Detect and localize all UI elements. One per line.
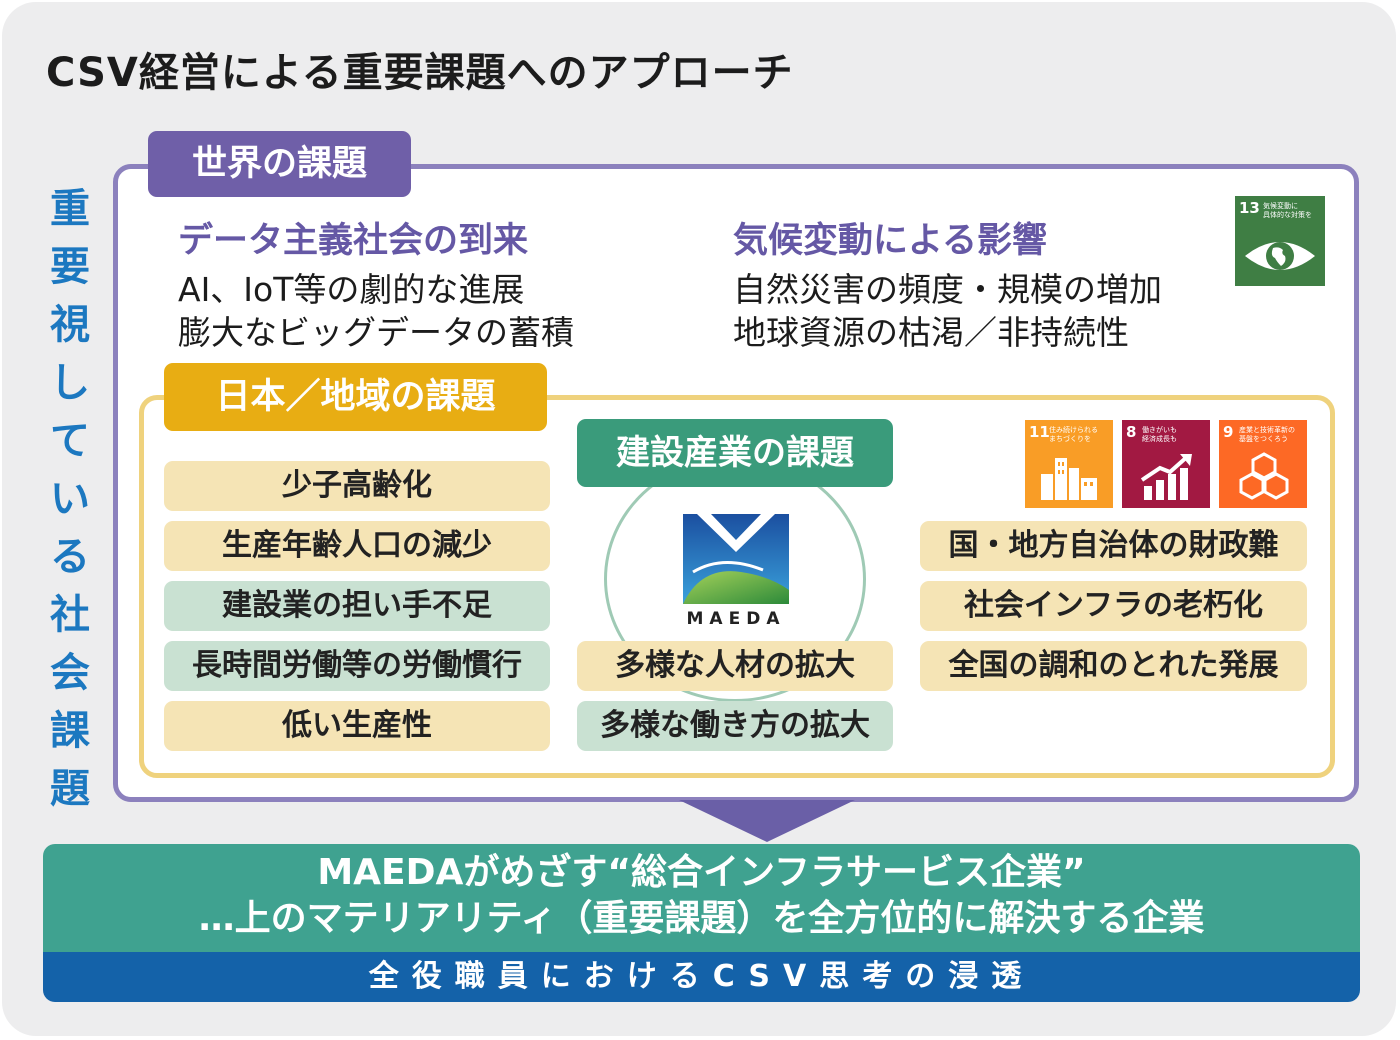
down-arrow-icon [679, 800, 855, 842]
sdg-9-badge: 9 産業と技術革新の 基盤をつくろう [1219, 420, 1307, 508]
side-char: 題 [50, 766, 90, 812]
world-right-line: 自然災害の頻度・規模の増加 [733, 270, 1162, 309]
sdg-text: 基盤をつくろう [1239, 435, 1288, 443]
construction-issue-item: 多様な働き方の拡大 [577, 701, 893, 751]
regional-issue-item: 全国の調和のとれた発展 [920, 641, 1307, 691]
regional-issue-item: 国・地方自治体の財政難 [920, 521, 1307, 571]
city-icon [1041, 458, 1097, 500]
goal-statement-area: MAEDAがめざす“総合インフラサービス企業” …上のマテリアリティ（重要課題）… [43, 844, 1360, 952]
japan-issue-item: 少子高齢化 [164, 461, 550, 511]
maeda-goal-banner: MAEDAがめざす“総合インフラサービス企業” …上のマテリアリティ（重要課題）… [43, 844, 1360, 1002]
side-char: て [50, 418, 90, 464]
maeda-logo [683, 514, 789, 604]
goal-line-1: MAEDAがめざす“総合インフラサービス企業” [317, 852, 1086, 893]
sdg-text: 働きがいも [1142, 426, 1177, 434]
cubes-icon [1239, 452, 1289, 500]
csv-thinking-text: 全役職員におけるCSV思考の浸透 [368, 959, 1035, 994]
sdg-number: 8 [1126, 423, 1137, 441]
sdg-text: 産業と技術革新の [1239, 426, 1295, 434]
sdg-number: 9 [1223, 423, 1234, 441]
sdg-number: 11 [1029, 423, 1050, 441]
japan-regional-issues-tag: 日本／地域の課題 [164, 363, 547, 431]
sdg-number: 13 [1239, 199, 1260, 217]
sdg-text: 具体的な対策を [1263, 211, 1312, 219]
japan-issue-item: 建設業の担い手不足 [164, 581, 550, 631]
sdg-8-badge: 8 働きがいも 経済成長も [1122, 420, 1210, 508]
construction-issues-tag: 建設産業の課題 [577, 419, 893, 487]
regional-issue-item: 社会インフラの老朽化 [920, 581, 1307, 631]
side-char: 会 [50, 650, 90, 696]
japan-issue-item: 生産年齢人口の減少 [164, 521, 550, 571]
world-left-line: AI、IoT等の劇的な進展 [178, 270, 525, 309]
sdg-text: まちづくりを [1049, 435, 1091, 443]
goal-line-2: …上のマテリアリティ（重要課題）を全方位的に解決する企業 [198, 898, 1205, 939]
maeda-logo-text: MAEDA [686, 609, 786, 629]
side-label-important-social-issues: 重 要 視 し て い る 社 会 課 題 [44, 180, 96, 818]
eye-globe-icon [1245, 242, 1315, 270]
japan-issue-item: 低い生産性 [164, 701, 550, 751]
sdg-13-badge: 13 気候変動に 具体的な対策を [1235, 196, 1325, 286]
side-char: し [50, 360, 90, 406]
side-char: 視 [50, 302, 90, 348]
side-char: 課 [50, 708, 90, 754]
sdg-text: 経済成長も [1142, 435, 1177, 443]
sdg-text: 気候変動に [1263, 202, 1298, 210]
japan-issue-item: 長時間労働等の労働慣行 [164, 641, 550, 691]
sdg-11-badge: 11 住み続けられる まちづくりを [1025, 420, 1113, 508]
side-char: い [50, 476, 90, 522]
world-right-heading: 気候変動による影響 [733, 221, 1047, 261]
world-left-heading: データ主義社会の到来 [178, 221, 529, 261]
world-issues-tag: 世界の課題 [148, 131, 411, 197]
side-char: 重 [50, 186, 90, 232]
side-char: 社 [50, 592, 90, 638]
sdg-text: 住み続けられる [1049, 426, 1098, 434]
side-char: 要 [50, 244, 90, 290]
world-right-line: 地球資源の枯渇／非持続性 [733, 313, 1129, 352]
growth-chart-icon [1140, 454, 1192, 500]
page-title: CSV経営による重要課題へのアプローチ [46, 50, 794, 96]
csv-thinking-bar: 全役職員におけるCSV思考の浸透 [43, 952, 1360, 1002]
side-char: る [50, 534, 90, 580]
construction-issue-item: 多様な人材の拡大 [577, 641, 893, 691]
world-left-line: 膨大なビッグデータの蓄積 [178, 313, 574, 352]
